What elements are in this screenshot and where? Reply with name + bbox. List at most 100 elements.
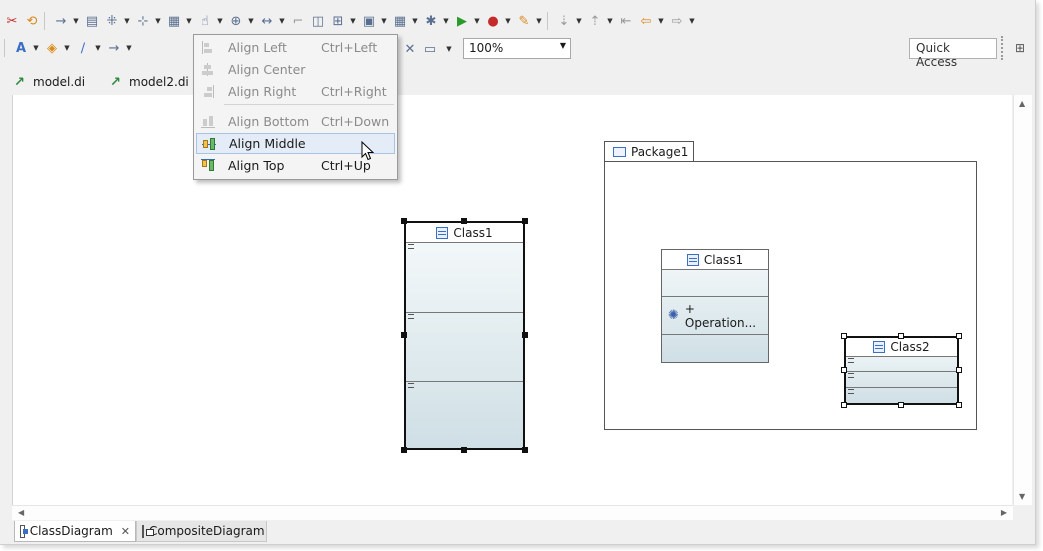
previous-annotation-icon[interactable]: ⇡ (589, 13, 601, 29)
copy-format-icon[interactable]: ▤ (85, 13, 99, 29)
arrange-all-icon[interactable]: ⁜ (106, 13, 118, 29)
open-perspective-icon[interactable]: ⊞ (1015, 41, 1026, 55)
nested-classifier-compartment[interactable] (406, 382, 523, 448)
horizontal-size-icon[interactable]: ↔ (261, 13, 273, 29)
chevron-down-icon[interactable]: ▼ (576, 17, 582, 25)
menu-item-align-middle[interactable]: Align Middle (196, 133, 395, 154)
resize-handle[interactable] (461, 447, 467, 453)
chevron-down-icon[interactable]: ▼ (505, 17, 511, 25)
chevron-down-icon[interactable]: ▼ (248, 17, 254, 25)
resize-handle[interactable] (841, 333, 847, 339)
vertical-scrollbar[interactable]: ▲ ▼ (1013, 95, 1032, 505)
menu-item-align-bottom[interactable]: Align Bottom Ctrl+Down (196, 111, 395, 132)
class1-shape[interactable]: Class1 (404, 221, 525, 450)
quick-access-input[interactable]: Quick Access (909, 38, 997, 69)
nested-classifier-compartment[interactable] (662, 335, 768, 361)
package-name[interactable]: Package1 (631, 144, 689, 159)
menu-item-align-left[interactable]: Align Left Ctrl+Left (196, 37, 395, 58)
class-name[interactable]: Class2 (890, 340, 930, 354)
fill-color-icon[interactable]: ◈ (47, 40, 57, 56)
resize-handle[interactable] (461, 218, 467, 224)
chevron-down-icon[interactable]: ▼ (155, 17, 161, 25)
chevron-down-icon[interactable]: ▼ (443, 17, 449, 25)
resize-handle[interactable] (898, 333, 904, 339)
tab-compositediagram[interactable]: CompositeDiagram (136, 521, 267, 542)
menu-item-align-top[interactable]: Align Top Ctrl+Up (196, 155, 395, 176)
chevron-down-icon[interactable]: ▼ (73, 17, 79, 25)
operation-compartment[interactable] (406, 313, 523, 382)
font-icon[interactable]: A (15, 40, 27, 56)
filters-icon[interactable]: ▣ (362, 13, 376, 29)
operation-row[interactable]: ✺ + Operation... (662, 297, 768, 334)
delete-icon[interactable]: ✂ (6, 13, 18, 29)
class-name[interactable]: Class1 (703, 252, 744, 267)
align-icon[interactable]: ▦ (167, 13, 181, 29)
scroll-up-icon[interactable]: ▲ (1019, 99, 1026, 108)
scroll-down-icon[interactable]: ▼ (1019, 492, 1026, 501)
attribute-compartment[interactable] (406, 243, 523, 313)
layout-icon[interactable]: ⊞ (332, 13, 344, 29)
resize-handle[interactable] (956, 333, 962, 339)
scroll-right-icon[interactable]: ▶ (1000, 508, 1007, 517)
horizontal-scrollbar[interactable]: ◀ ▶ (12, 505, 1013, 520)
forward-icon[interactable]: ⇨ (671, 13, 683, 29)
chevron-down-icon[interactable]: ▼ (446, 45, 452, 53)
class2-shape[interactable]: Class2 (844, 336, 959, 405)
resize-handle[interactable] (522, 447, 528, 453)
class1-in-package-shape[interactable]: Class1 ✺ + Operation... (661, 249, 769, 363)
operation-compartment[interactable]: ✺ + Operation... (662, 297, 768, 335)
brush-icon[interactable]: ✎ (518, 13, 530, 29)
tab-classdiagram[interactable]: ClassDiagram ✕ (14, 521, 136, 542)
zoom-combo[interactable]: 100% ▼ (463, 38, 571, 59)
line-color-icon[interactable]: ∕ (80, 40, 86, 56)
chevron-down-icon[interactable]: ▼ (64, 44, 70, 52)
toolbar-grip[interactable] (1001, 36, 1005, 60)
fit-icon[interactable]: ◫ (311, 13, 325, 29)
snap-icon[interactable]: ⌐ (292, 13, 304, 29)
tab-model-di[interactable]: ↗ model.di (14, 72, 85, 92)
chevron-down-icon[interactable]: ▼ (33, 44, 39, 52)
line-width-icon[interactable]: ▭ (423, 41, 437, 57)
chevron-down-icon[interactable]: ▼ (536, 17, 542, 25)
scroll-left-icon[interactable]: ◀ (18, 508, 25, 517)
chevron-down-icon[interactable]: ▼ (95, 44, 101, 52)
menu-item-align-right[interactable]: Align Right Ctrl+Right (196, 81, 395, 102)
resize-handle[interactable] (522, 218, 528, 224)
menu-item-align-center[interactable]: Align Center (196, 59, 395, 80)
resize-handle[interactable] (401, 218, 407, 224)
attribute-compartment[interactable] (846, 357, 957, 372)
class-name[interactable]: Class1 (453, 225, 493, 240)
line-style-icon[interactable]: → (108, 40, 120, 56)
resize-handle[interactable] (898, 402, 904, 408)
table-icon[interactable]: ▦ (393, 13, 407, 29)
nested-classifier-compartment[interactable] (846, 388, 957, 402)
tab-model2-di[interactable]: ↗ model2.di (110, 72, 189, 92)
resize-handle[interactable] (841, 367, 847, 373)
connector-arrow-icon[interactable]: → (55, 13, 67, 29)
attribute-compartment[interactable] (662, 270, 768, 297)
resize-handle[interactable] (401, 447, 407, 453)
refresh-icon[interactable]: ⟲ (26, 13, 38, 29)
hand-select-icon[interactable]: ☝ (201, 13, 209, 29)
chevron-down-icon[interactable]: ▼ (126, 44, 132, 52)
chevron-down-icon[interactable]: ▼ (474, 17, 480, 25)
debug-icon[interactable]: ✱ (425, 13, 437, 29)
chevron-down-icon[interactable]: ▼ (658, 17, 664, 25)
resize-handle[interactable] (956, 402, 962, 408)
group-icon[interactable]: ⊹ (137, 13, 149, 29)
resize-handle[interactable] (401, 332, 407, 338)
route-icon[interactable]: ⊕ (230, 13, 242, 29)
next-annotation-icon[interactable]: ⇣ (558, 13, 570, 29)
operation-compartment[interactable] (846, 372, 957, 388)
chevron-down-icon[interactable]: ▼ (559, 41, 566, 50)
last-edit-icon[interactable]: ⇤ (620, 13, 632, 29)
resize-handle[interactable] (522, 332, 528, 338)
chevron-down-icon[interactable]: ▼ (381, 17, 387, 25)
resize-handle[interactable] (841, 402, 847, 408)
router-icon[interactable]: ✕ (404, 41, 416, 57)
chevron-down-icon[interactable]: ▼ (279, 17, 285, 25)
back-icon[interactable]: ⇦ (640, 13, 652, 29)
chevron-down-icon[interactable]: ▼ (217, 17, 223, 25)
chevron-down-icon[interactable]: ▼ (607, 17, 613, 25)
resize-handle[interactable] (956, 367, 962, 373)
